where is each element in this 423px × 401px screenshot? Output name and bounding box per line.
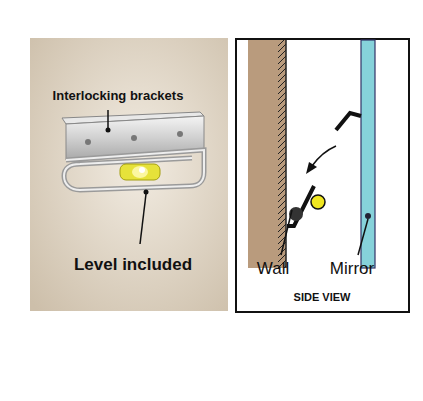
part-label: Interlocking brackets: [53, 89, 184, 103]
leader-line: [281, 210, 292, 255]
part-label: Level included: [74, 256, 192, 275]
leader-line: [107, 110, 109, 128]
leader-line: [140, 194, 146, 244]
motion-arrow: [312, 146, 336, 166]
mirror-bracket: [336, 113, 361, 130]
side-view-frame: [236, 39, 409, 312]
photo-panel: [30, 38, 228, 311]
wall-hatch: [278, 40, 286, 268]
view-title: SIDE VIEW: [294, 291, 351, 303]
leader-dot: [144, 190, 149, 195]
level-circle: [311, 195, 325, 209]
part-label: Wall: [257, 260, 289, 279]
wall: [248, 40, 286, 268]
mirror-dot: [365, 213, 371, 219]
leader-dot: [106, 128, 111, 133]
bracket-illustration: [62, 112, 204, 190]
leader-line: [358, 219, 368, 255]
part-label: Mirror: [330, 260, 374, 279]
mirror: [361, 40, 375, 268]
wall-bracket: [287, 186, 314, 226]
